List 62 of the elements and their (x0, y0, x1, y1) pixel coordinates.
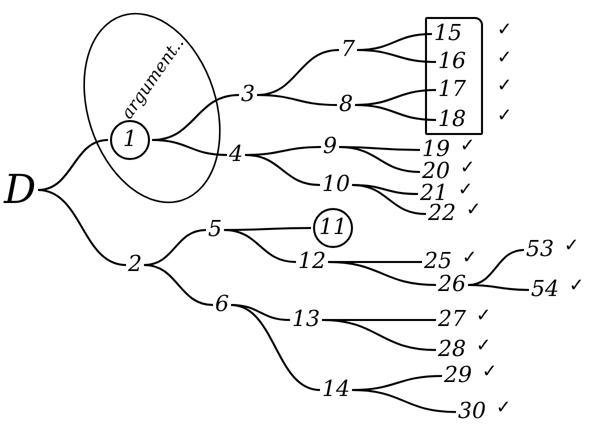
check-mark: ✓ (460, 159, 475, 177)
number-label: 2 (128, 254, 142, 276)
number-label: 22 (428, 203, 456, 225)
number-label: 10 (322, 174, 350, 196)
number-label: 27 (438, 309, 466, 331)
outline-box (425, 17, 483, 135)
number-label: 20 (422, 161, 450, 183)
number-label: 15 (434, 23, 462, 45)
check-mark: ✓ (476, 307, 491, 325)
number-label: 17 (438, 79, 466, 101)
number-label: 25 (424, 251, 452, 273)
number-label: 21 (420, 183, 448, 205)
number-label: 26 (438, 274, 466, 296)
number-label: 53 (526, 239, 554, 261)
number-label: 29 (444, 365, 472, 387)
branch-line (338, 146, 420, 173)
number-label: 3 (241, 84, 255, 106)
number-label: 7 (341, 39, 355, 61)
check-mark: ✓ (497, 107, 512, 125)
check-mark: ✓ (569, 277, 584, 295)
number-label: 54 (531, 279, 559, 301)
number-label: 8 (339, 94, 353, 116)
number-label: 30 (458, 401, 486, 423)
check-mark: ✓ (497, 77, 512, 95)
number-label: 12 (298, 251, 326, 273)
number-label: 13 (292, 309, 320, 331)
branch-line (230, 304, 320, 391)
number-label: 5 (208, 219, 222, 241)
circled-number: 11 (313, 208, 353, 248)
branch-line (244, 154, 320, 186)
check-mark: ✓ (496, 399, 511, 417)
number-label: 4 (229, 144, 243, 166)
branch-line (352, 389, 456, 413)
check-mark: ✓ (460, 137, 475, 155)
circled-number: 1 (110, 120, 150, 160)
branch-line (152, 139, 228, 156)
check-mark: ✓ (564, 237, 579, 255)
branch-line (224, 229, 296, 263)
branch-line (328, 261, 436, 286)
check-mark: ✓ (476, 337, 491, 355)
number-label: 16 (438, 51, 466, 73)
check-mark: ✓ (466, 201, 481, 219)
check-mark: ✓ (497, 49, 512, 67)
branch-line (354, 104, 436, 121)
check-mark: ✓ (462, 249, 477, 267)
number-label: 28 (438, 339, 466, 361)
branch-line (256, 94, 338, 106)
number-label: 19 (422, 139, 450, 161)
branch-line (356, 49, 436, 63)
branch-line (144, 264, 214, 306)
number-label: 14 (322, 379, 350, 401)
check-mark: ✓ (458, 181, 473, 199)
number-label: D (4, 170, 36, 210)
number-label: 9 (323, 136, 337, 158)
branch-line (322, 319, 436, 351)
branch-line (38, 189, 126, 266)
check-mark: ✓ (497, 21, 512, 39)
branch-line (468, 284, 530, 291)
branch-line (352, 184, 426, 215)
number-label: 6 (215, 294, 229, 316)
check-mark: ✓ (482, 363, 497, 381)
number-label: 18 (438, 109, 466, 131)
